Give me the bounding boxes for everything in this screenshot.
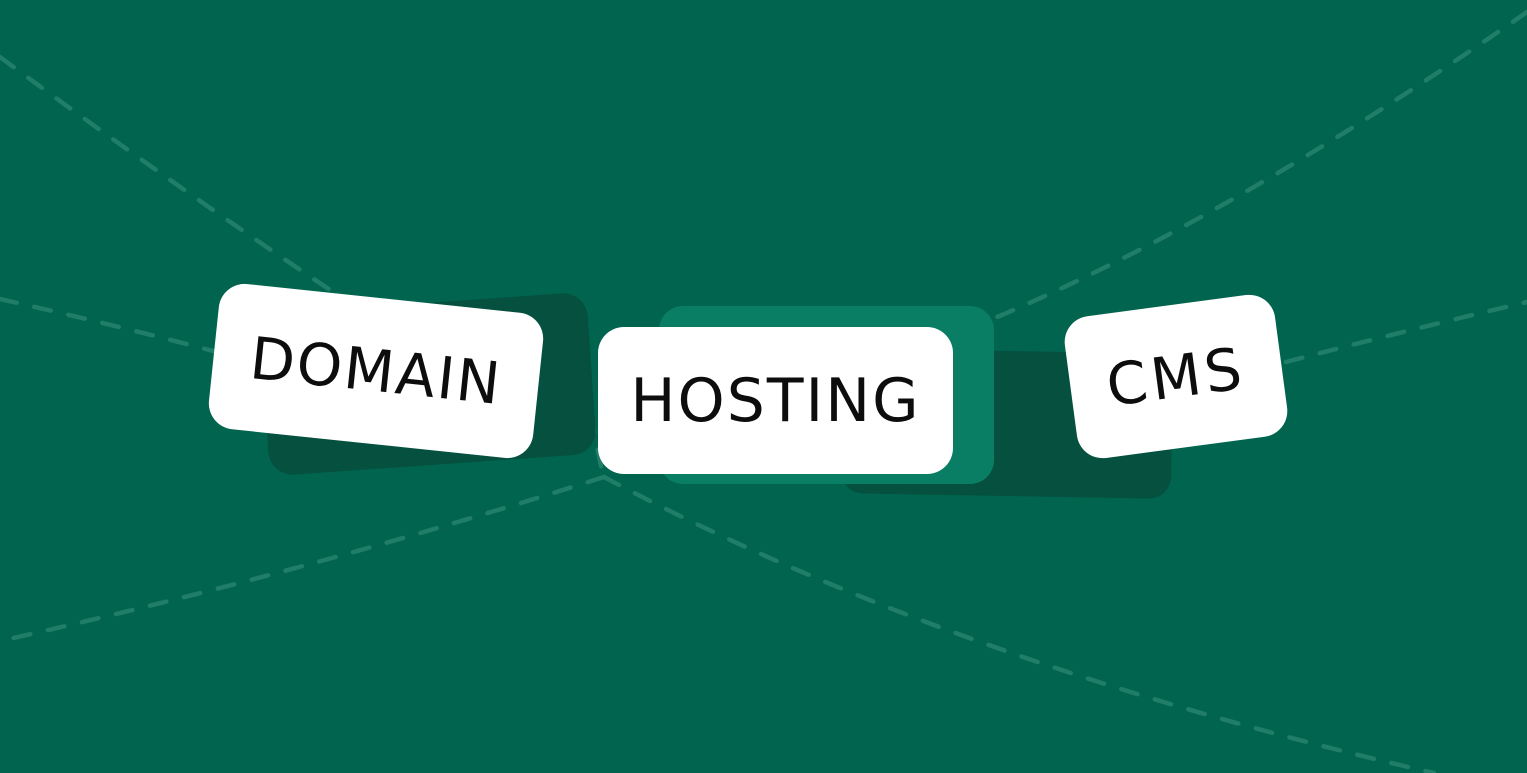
dashed-ray-top-left (0, 54, 351, 305)
dashed-ray-left-middle (0, 296, 235, 359)
domain-label: DOMAIN (246, 323, 506, 419)
dashed-ray-top-right (987, 9, 1527, 323)
dashed-ray-lower-left (0, 474, 607, 644)
dashed-ray-bottom-right (601, 474, 1437, 773)
cms-card: CMS (1061, 291, 1291, 462)
dashed-ray-right-middle (1283, 299, 1527, 365)
hosting-label: HOSTING (630, 365, 921, 436)
hosting-card: HOSTING (598, 327, 953, 474)
cms-label: CMS (1102, 333, 1250, 420)
